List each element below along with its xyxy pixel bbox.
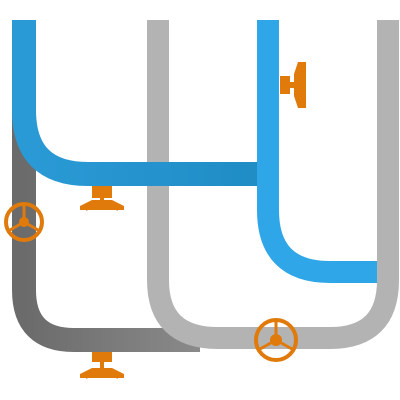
pipe-dark-gray[interactable] [12, 110, 200, 352]
valve-wheel-icon[interactable] [4, 202, 44, 242]
pipe-blue-dark[interactable] [12, 20, 268, 186]
pipe-blue-light[interactable] [257, 20, 377, 283]
valve-wheel-icon[interactable] [254, 318, 298, 362]
gate-valve-icon[interactable] [280, 62, 306, 108]
gate-valve-icon[interactable] [80, 186, 124, 211]
gate-valve-icon[interactable] [80, 352, 124, 379]
